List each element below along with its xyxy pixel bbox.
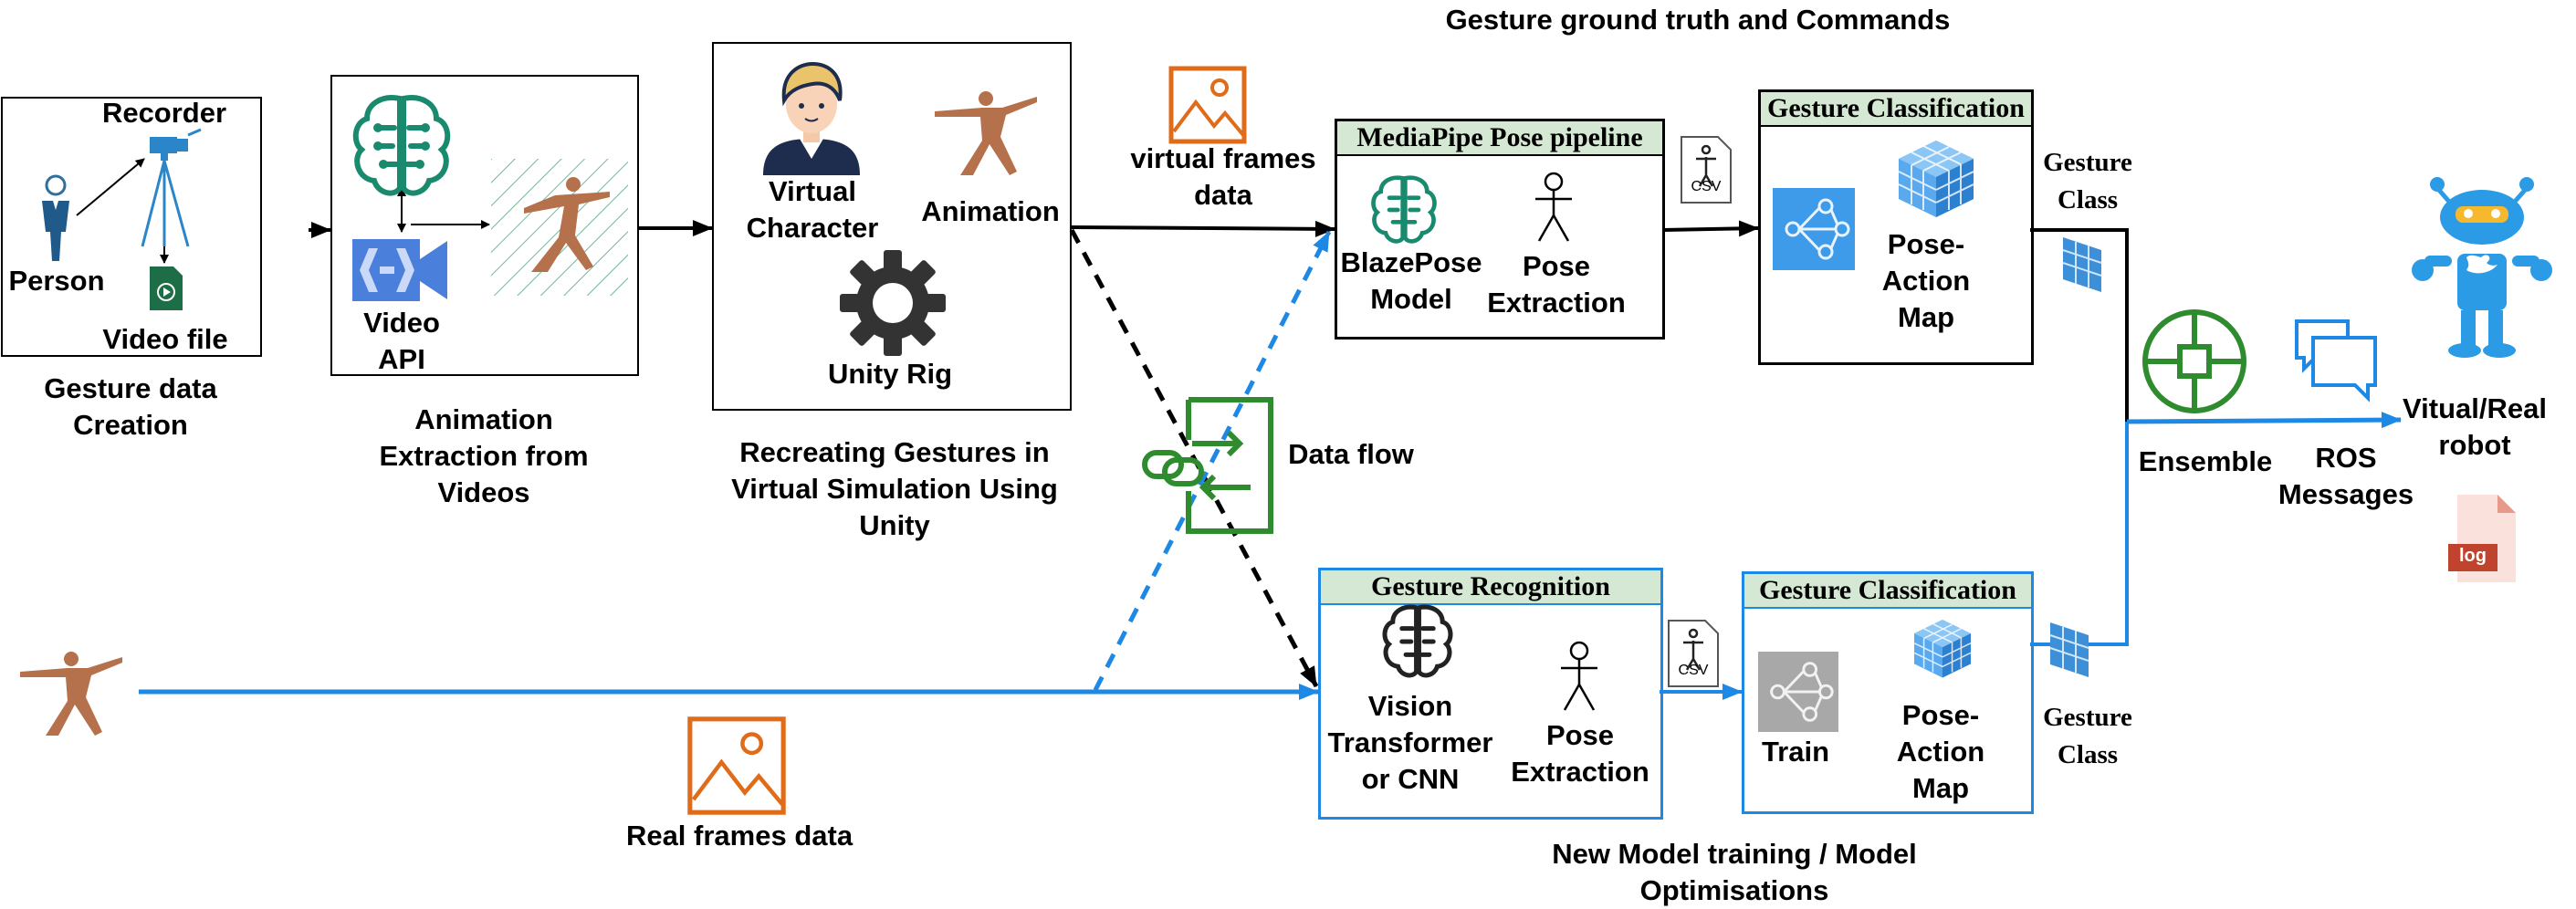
recognition-header: Gesture Recognition — [1321, 570, 1660, 605]
arrow-unity-to-mediapipe — [1071, 220, 1335, 237]
ros-messages-label: ROS Messages — [2278, 442, 2414, 510]
arrow-to-robot — [2126, 412, 2402, 429]
train-label: Train — [1761, 736, 1830, 768]
csv-label-top: CSV — [1691, 179, 1722, 194]
unity-rig-label: Unity Rig — [827, 358, 953, 390]
classification-top-box: Gesture Classification — [1758, 89, 2034, 365]
video-file-icon — [150, 266, 183, 310]
csv-file-icon-top — [1681, 136, 1732, 204]
virtual-frames-image-icon — [1168, 66, 1247, 144]
brain-circuit-icon — [352, 95, 451, 196]
dashed-real-to-mediapipe — [1093, 230, 1332, 692]
creation-box — [1, 97, 262, 357]
extraction-caption: Animation Extraction from Videos — [379, 403, 589, 508]
mediapipe-pose-extraction-label: Pose Extraction — [1487, 250, 1626, 319]
top-title: Gesture ground truth and Commands — [1445, 4, 1951, 36]
data-flow-label: Data flow — [1288, 438, 1414, 470]
classification-top-map-label: Pose- Action Map — [1881, 228, 1971, 333]
blazepose-label: BlazePose Model — [1340, 246, 1482, 315]
animation-label: Animation — [921, 195, 1060, 227]
recognition-box: Gesture Recognition — [1318, 568, 1663, 820]
classification-bottom-map-label: Pose- Action Map — [1896, 699, 1985, 804]
classification-bottom-box: Gesture Classification — [1742, 571, 2034, 814]
pose-stick-figure-icon — [1535, 172, 1572, 242]
real-person-pose-icon — [20, 652, 122, 736]
animation-pose-icon — [935, 91, 1037, 175]
vision-transformer-label: Vision Transformer or CNN — [1327, 690, 1493, 795]
dataset-grid-icon-top — [2062, 237, 2102, 292]
animation-frames-icon — [491, 159, 628, 296]
ros-messages-icon — [2295, 319, 2377, 402]
train-graph-icon — [1758, 652, 1838, 732]
unity-box — [712, 42, 1072, 411]
ensemble-icon — [2142, 309, 2246, 413]
bottom-title: New Model training / Model Optimisations — [1552, 838, 1917, 906]
blazepose-brain-icon — [1371, 175, 1437, 244]
creation-caption: Gesture data Creation — [44, 372, 217, 441]
real-frames-label: Real frames data — [625, 820, 853, 852]
robot-icon — [2412, 177, 2552, 358]
cube-map-icon — [1898, 141, 1974, 217]
ml-graph-icon — [1773, 188, 1855, 270]
csv-label-bottom: CSV — [1678, 663, 1709, 678]
classification-top-header: Gesture Classification — [1761, 92, 2031, 127]
log-label: log — [2459, 546, 2487, 566]
cube-map-icon-bottom — [1913, 620, 1972, 678]
gear-icon — [840, 250, 946, 356]
person-label: Person — [8, 265, 105, 297]
recorder-label: Recorder — [101, 97, 227, 129]
real-frames-image-icon — [687, 716, 786, 815]
robot-label: Vitual/Real robot — [2403, 392, 2547, 461]
vision-transformer-icon — [1382, 604, 1453, 678]
classification-bottom-header: Gesture Classification — [1744, 574, 2031, 609]
virtual-character-icon — [763, 61, 860, 175]
virtual-frames-label: virtual frames data — [1130, 142, 1316, 211]
ensemble-label: Ensemble — [2138, 445, 2273, 477]
unity-caption: Recreating Gestures in Virtual Simulatio… — [731, 436, 1058, 541]
video-api-label: Video API — [363, 307, 440, 375]
video-file-label: Video file — [102, 323, 228, 355]
extraction-box — [330, 75, 639, 376]
arrow-mediapipe-to-classification — [1662, 220, 1759, 237]
virtual-character-label: Virtual Character — [746, 175, 879, 244]
data-flow-icon — [1142, 397, 1273, 534]
recognition-pose-extraction-label: Pose Extraction — [1511, 719, 1649, 788]
csv-file-icon-bottom — [1668, 620, 1719, 687]
person-icon — [42, 174, 69, 261]
mediapipe-box: MediaPipe Pose pipeline — [1335, 119, 1665, 340]
log-file-icon — [2448, 495, 2516, 582]
dataset-grid-icon-bottom — [2049, 622, 2089, 677]
camera-tripod-icon — [141, 128, 202, 247]
gesture-class-label-bottom: Gesture Class — [2043, 703, 2132, 769]
video-api-icon — [352, 239, 447, 301]
recognition-pose-stick-figure-icon — [1561, 641, 1597, 711]
gesture-class-label-top: Gesture Class — [2043, 148, 2132, 214]
mediapipe-header: MediaPipe Pose pipeline — [1337, 121, 1662, 156]
